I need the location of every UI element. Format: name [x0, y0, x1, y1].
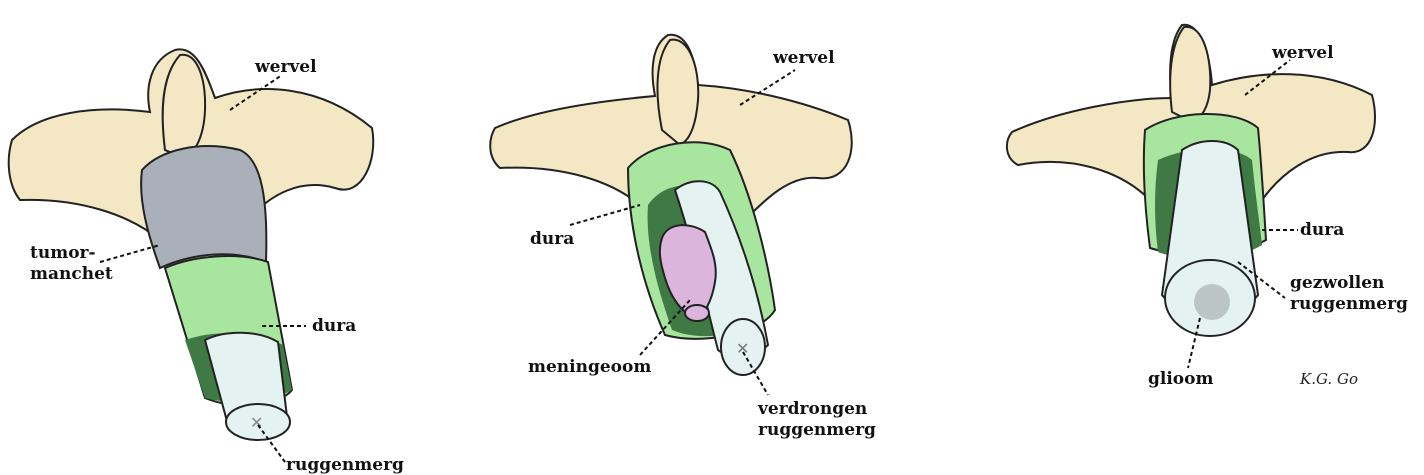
cord-marker: ✕ [736, 339, 749, 358]
label-vertebra: wervel [1271, 43, 1334, 63]
panel-extradural: ✕ wervel tumor- manchet dura ruggenmerg [9, 49, 404, 475]
label-vertebra: wervel [254, 57, 317, 77]
label-tumor: glioom [1148, 369, 1213, 389]
spinous-process [657, 40, 698, 145]
tumor-cuff [141, 146, 266, 268]
label-cord-line2: ruggenmerg [758, 420, 876, 440]
leader-tumor [100, 245, 160, 262]
label-tumor-line1: tumor- [30, 243, 96, 263]
label-vertebra: wervel [772, 48, 835, 68]
label-tumor-line2: manchet [30, 264, 113, 284]
cord-marker: ✕ [250, 413, 263, 432]
label-cord: ruggenmerg [286, 455, 404, 475]
panel-glioma: wervel dura gezwollen ruggenmerg glioom … [1007, 25, 1408, 389]
label-cord-line1: verdrongen [757, 399, 867, 419]
spinous-process [1170, 27, 1210, 122]
glioma-mass [1194, 284, 1230, 320]
meningioma-base [685, 305, 709, 321]
artist-signature: K.G. Go [1299, 370, 1358, 388]
label-dura: dura [530, 229, 574, 249]
label-cord-line1: gezwollen [1290, 273, 1384, 293]
label-cord-line2: ruggenmerg [1290, 294, 1408, 314]
panel-meningioma: ✕ wervel dura meningeoom verdrongen rugg… [490, 35, 876, 440]
label-dura: dura [312, 316, 356, 336]
label-tumor: meningeoom [528, 357, 651, 377]
label-dura: dura [1300, 220, 1344, 240]
